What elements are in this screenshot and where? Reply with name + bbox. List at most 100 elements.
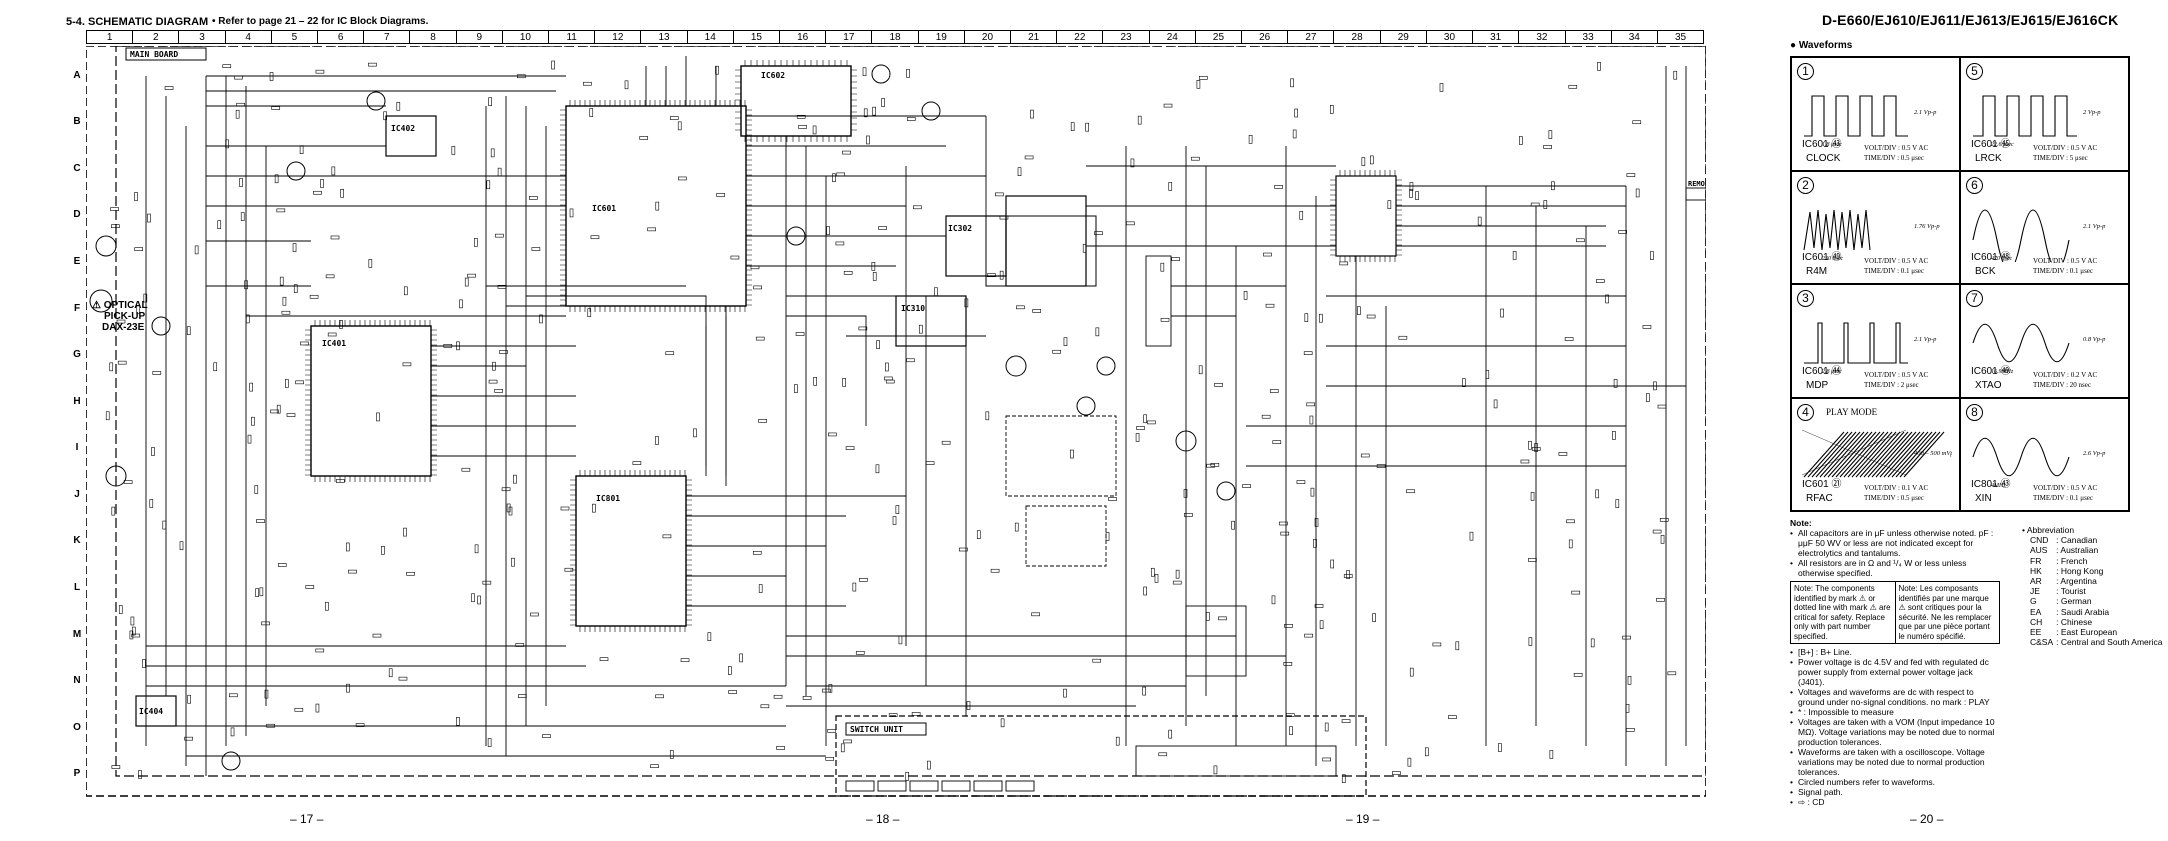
row-letter: H: [73, 395, 81, 407]
waveform-pin: ㊺: [2000, 138, 2011, 150]
waveform-4: 4 PLAY MODE 400 – 500 mVp-p IC601 ㉑ RFAC…: [1791, 397, 1960, 511]
abbreviation-code: G: [2030, 596, 2037, 607]
column-number: 6: [318, 31, 365, 43]
waveform-7: 7 0.8 Vp-p 16.9MHz IC601 ㊾ XTAO VOLT/DIV…: [1960, 284, 2129, 398]
abbreviation-heading-text: Abbreviation: [2026, 525, 2075, 535]
safety-note-en: Note: The components identified by mark …: [1791, 582, 1896, 643]
ic602-body: [740, 65, 852, 137]
waveform-number: 1: [1797, 63, 1814, 80]
waveform-pin: ㊾: [1831, 252, 1842, 263]
abbreviation-name: : East European: [2056, 627, 2118, 638]
waveform-signal: LRCK: [1975, 152, 2002, 164]
row-letter: E: [73, 256, 81, 268]
waveform-time-div: TIME/DIV : 0.5 μsec: [1864, 494, 1925, 502]
optical-pickup-label: ⚠ OPTICAL PICK-UP DAX-23E: [92, 300, 148, 333]
waveform-8: 8 2.6 Vp-p 4MHz IC801 ㊸ XIN VOLT/DIV : 0…: [1960, 397, 2129, 511]
row-letter: O: [73, 721, 81, 733]
waveform-number: 4: [1797, 403, 1814, 421]
waveform-period: 1.8 μsec: [1822, 142, 1842, 148]
waveform-ic-name: IC601: [1802, 252, 1829, 263]
column-number: 15: [734, 31, 781, 43]
main-board-label: MAIN BOARD: [130, 50, 178, 59]
waveform-volt-div: VOLT/DIV : 0.5 V AC: [1864, 370, 1929, 379]
abbreviation-code: FR: [2030, 555, 2042, 566]
abbreviation-name: : Chinese: [2056, 616, 2093, 627]
ic401-label: IC401: [322, 339, 346, 348]
ic602-label: IC602: [761, 71, 785, 80]
abbreviation-code: EE: [2030, 627, 2042, 638]
waveform-ic: IC601 ㊽: [1971, 248, 2010, 263]
note-bullet: Circled numbers refer to waveforms.: [1790, 777, 2000, 787]
waveform-vpp: 2.1 Vp-p: [2083, 223, 2106, 230]
column-number: 25: [1196, 31, 1243, 43]
column-number: 9: [457, 31, 503, 43]
abbreviation-row: EE : East European: [2030, 627, 2165, 637]
abbreviation-name: : Hong Kong: [2056, 565, 2104, 576]
waveform-time-div: TIME/DIV : 2 μsec: [1864, 380, 1919, 389]
waveform-volt-div: VOLT/DIV : 0.5 V AC: [1864, 143, 1929, 152]
ic401-body: [310, 325, 432, 477]
row-letter: F: [73, 302, 81, 314]
waveform-ic: IC601 ㊾: [1802, 248, 1841, 263]
waveform-ic: IC601 ㉑: [1802, 475, 1841, 490]
row-letter: I: [75, 442, 79, 454]
waveform-trace: 2.1 Vp-p 2.8 μsec: [1804, 322, 1937, 375]
waveform-3: 3 2.1 Vp-p 2.8 μsec IC601 ㊹ MDP VOLT/DIV…: [1791, 284, 1960, 398]
ic404-label: IC404: [139, 707, 163, 716]
waveform-signal: RFAC: [1806, 493, 1833, 504]
waveform-pin: ㊸: [1831, 138, 1842, 150]
waveform-number: 8: [1966, 403, 1983, 421]
abbreviation-row: CND: Canadian: [2030, 535, 2165, 545]
waveform-number: 3: [1797, 290, 1814, 307]
abbreviation-name: : Australian: [2056, 545, 2099, 556]
waveform-signal: XIN: [1975, 493, 1992, 504]
column-number: 23: [1103, 31, 1150, 43]
waveform-trace: 2.1 Vp-p 470 nsec: [1972, 208, 2106, 262]
waveform-ic: IC801 ㊸: [1971, 475, 2010, 490]
note-bullet: Voltages and waveforms are dc with respe…: [1790, 687, 2000, 707]
waveform-period: 22.6 μsec: [1991, 142, 2014, 148]
waveform-vpp: 2.1 Vp-p: [1914, 336, 1937, 343]
waveform-period: 470 nsec: [1991, 255, 2012, 262]
column-number: 11: [549, 31, 596, 43]
row-letter: J: [74, 488, 80, 500]
abbreviation-name: : French: [2056, 555, 2088, 566]
column-number: 30: [1427, 31, 1474, 43]
column-number: 3: [179, 31, 226, 43]
waveform-number: 2: [1797, 176, 1814, 194]
row-letter: N: [73, 675, 81, 687]
row-letter: L: [73, 581, 81, 593]
column-number: 21: [1011, 31, 1058, 43]
abbreviation-code: CH: [2030, 616, 2043, 627]
ic310-body: [895, 295, 967, 347]
column-number: 14: [688, 31, 734, 43]
abbreviation-row: C&SA: Central and South America: [2030, 637, 2165, 647]
waveform-vpp: 1.76 Vp-p: [1914, 223, 1940, 230]
page-number-20: – 20 –: [1910, 812, 1944, 826]
page-number-19: – 19 –: [1346, 812, 1380, 826]
row-letter: P: [73, 768, 81, 780]
waveform-time-div: TIME/DIV : 0.1 μsec: [2033, 267, 2094, 275]
column-number: 32: [1519, 31, 1566, 43]
waveform-volt-div: VOLT/DIV : 0.2 V AC: [2033, 370, 2098, 379]
column-number: 8: [410, 31, 457, 43]
waveform-vpp: 0.8 Vp-p: [2083, 336, 2106, 343]
abbreviation-code: C&SA: [2030, 637, 2054, 648]
waveform-2: 2 1.76 Vp-p 230 nsec IC601 ㊾ R4M VOLT/DI…: [1791, 170, 1960, 284]
waveform-signal: R4M: [1806, 266, 1828, 277]
ic801-label: IC801: [596, 494, 620, 503]
ic302-label: IC302: [948, 224, 972, 233]
abbreviation-name: : Tourist: [2056, 586, 2086, 597]
waveform-period: 230 nsec: [1822, 256, 1843, 262]
waveform-ic-name: IC601: [1971, 365, 1998, 377]
resistor-note: All resistors are in Ω and ¹/₄ W or less…: [1790, 558, 2000, 578]
waveform-vpp: 2 Vp-p: [2083, 109, 2101, 116]
column-number: 33: [1566, 31, 1612, 43]
abbreviation-name: : Saudi Arabia: [2056, 606, 2110, 617]
abbreviation-name: : Central and South America: [2056, 637, 2163, 648]
column-number: 12: [595, 31, 642, 43]
ic601-label: IC601: [592, 204, 616, 213]
column-number: 19: [919, 31, 965, 43]
waveform-trace: 1.76 Vp-p 230 nsec: [1803, 209, 1940, 262]
